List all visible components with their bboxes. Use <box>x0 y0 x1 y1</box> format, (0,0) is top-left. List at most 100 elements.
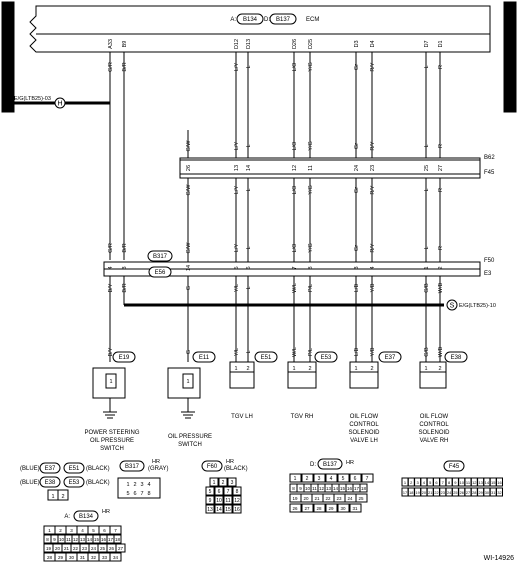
b317-name2 <box>148 266 172 278</box>
b317g-8: 8 <box>147 491 150 497</box>
side-tab-right <box>503 1 517 113</box>
f60-13: 13 <box>207 507 213 513</box>
l-2: 2 <box>61 494 64 500</box>
b62-top-4: Y/G <box>308 141 314 150</box>
tgv_lh-w1: Y/L <box>234 348 240 356</box>
f45-29: 29 <box>478 491 482 495</box>
side-tab-right-text: E/G(LTB25)-08 <box>505 30 514 84</box>
b317-name3: F50 <box>484 258 495 264</box>
f45-5: 5 <box>429 480 432 485</box>
b62-name: B62 <box>484 155 495 161</box>
b137-5: 5 <box>342 476 345 482</box>
b317g-1: 1 <box>126 482 129 488</box>
ocv_rh-conn-text: E38 <box>451 355 462 361</box>
ecm-pin-A33: A33 <box>108 39 114 49</box>
b134-3: 3 <box>70 528 73 533</box>
f45-17: 17 <box>403 491 407 495</box>
b317-pin-1: 3 <box>122 266 128 269</box>
b137-18: 18 <box>361 486 367 491</box>
f45-14: 14 <box>485 480 490 485</box>
b134-34: 34 <box>113 555 119 560</box>
b134-18: 18 <box>115 537 121 542</box>
b137-20: 20 <box>303 496 309 501</box>
f60-15: 15 <box>225 507 231 513</box>
b137-25: 25 <box>358 496 364 501</box>
b62-top-5: Gr <box>354 143 360 149</box>
wire-color-8: L <box>424 65 430 68</box>
ecm-block <box>29 5 491 53</box>
legend-b134 <box>73 510 99 522</box>
b317-pin-3: 5 <box>234 266 240 269</box>
f45-1: 1 <box>404 480 407 485</box>
b137-29: 29 <box>328 506 334 511</box>
f45-11: 11 <box>466 480 471 485</box>
b137-22: 22 <box>325 496 331 501</box>
f60-cell-14 <box>214 504 224 514</box>
op-switch-body <box>167 367 201 399</box>
b62-pin-1: 13 <box>234 165 240 171</box>
b137-4: 4 <box>330 476 333 482</box>
b134-1: 1 <box>48 528 51 533</box>
b134-8: 8 <box>46 537 49 542</box>
b317-bot-6: P/L <box>308 284 314 292</box>
legend-blue-2: (BLUE) <box>20 480 40 486</box>
b137-c25 <box>355 493 368 503</box>
b317-pin-6: 8 <box>308 266 314 269</box>
b62-top-7: L <box>424 144 430 147</box>
legend-b317-text: B317 <box>125 464 140 470</box>
side-tab-left-text: E/G(LTB25)-08 <box>3 30 12 84</box>
b62-pin-2: 14 <box>246 165 252 171</box>
b317-pin-8: 4 <box>370 266 376 269</box>
f60-14: 14 <box>216 507 222 513</box>
f45-15: 15 <box>491 480 496 485</box>
f45-3: 3 <box>416 480 419 485</box>
ecm-conn-d-text: B137 <box>276 17 291 23</box>
ref-s-letter: S <box>450 303 455 310</box>
legend-a-prefix: A: <box>64 514 70 520</box>
tgv_lh-p1: 1 <box>234 366 237 372</box>
b62-pin-7: 25 <box>424 165 430 171</box>
f45-19: 19 <box>415 491 419 495</box>
conn-b62-gap <box>179 173 481 179</box>
legend-b137 <box>317 458 343 470</box>
b317g-7: 7 <box>140 491 143 497</box>
ocv_rh-p2: 2 <box>438 366 441 372</box>
b62-bot-2: L <box>246 188 252 191</box>
b317-name2-text: E56 <box>155 270 166 276</box>
b317-top-5: L/O <box>292 243 298 253</box>
ecm-pin-D26: D26 <box>292 39 298 49</box>
f45-23: 23 <box>441 491 445 495</box>
b137-c6 <box>349 473 362 483</box>
b317g-5: 5 <box>126 491 129 497</box>
wire-color-5: Y/G <box>308 62 314 71</box>
ecm-pin-D13: D13 <box>246 39 252 49</box>
b134-30: 30 <box>69 555 75 560</box>
ocv_lh-label-2: SOLENOID <box>348 430 380 436</box>
b134-5: 5 <box>92 528 95 533</box>
b317-top-8: R/Y <box>370 243 376 253</box>
f45-6: 6 <box>435 480 438 485</box>
b137-c27 <box>301 503 314 513</box>
ocv_lh-p1: 1 <box>354 366 357 372</box>
b137-c7 <box>361 473 374 483</box>
b317-name-text: B317 <box>153 254 168 260</box>
f60-cell-16 <box>232 504 242 514</box>
legend-f60 <box>201 460 223 472</box>
wire-color-0: G/R <box>108 62 114 72</box>
b317-bot-3: Y/L <box>234 284 240 292</box>
b137-13: 13 <box>326 486 332 491</box>
ocv_lh-label-3: VALVE LH <box>350 438 378 444</box>
f45-c32 <box>496 487 503 497</box>
ocv_rh-label-3: VALVE RH <box>420 438 449 444</box>
f60-cell-5 <box>205 486 215 496</box>
b317-bot-0: B/Y <box>108 283 114 292</box>
f60-cell-7 <box>223 486 233 496</box>
wire-color-1: B/R <box>122 62 128 71</box>
b317-bot-9: G/B <box>424 283 430 293</box>
b317g-3: 3 <box>140 482 143 488</box>
ecm-conn-d <box>269 13 297 25</box>
b137-28: 28 <box>316 506 322 511</box>
tgv_rh-w1: W/L <box>292 347 298 357</box>
f45-8: 8 <box>448 480 451 485</box>
b134-12: 12 <box>73 537 79 542</box>
